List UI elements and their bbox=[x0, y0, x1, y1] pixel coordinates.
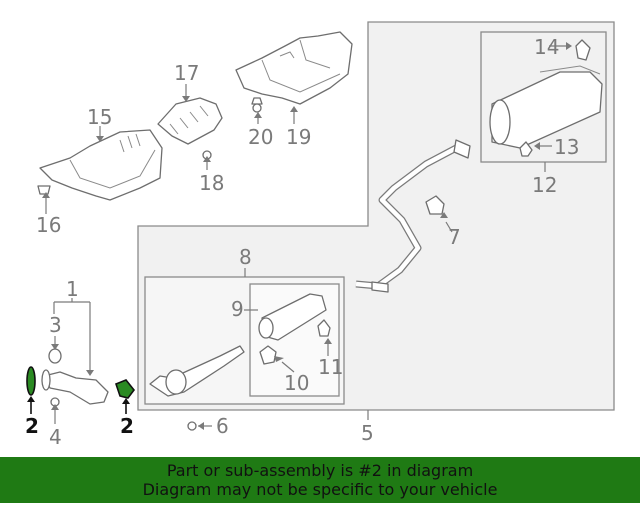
callout-16: 16 bbox=[36, 213, 61, 237]
hanger-7[interactable] bbox=[425, 195, 445, 215]
hanger-14[interactable] bbox=[575, 39, 591, 61]
heat-shield-15[interactable] bbox=[39, 129, 163, 201]
catalytic-converter[interactable] bbox=[149, 345, 245, 397]
notice-banner: Part or sub-assembly is #2 in diagram Di… bbox=[0, 457, 640, 503]
callout-14: 14 bbox=[534, 35, 559, 59]
callout-5: 5 bbox=[361, 421, 374, 445]
callout-4: 4 bbox=[49, 425, 62, 449]
front-pipe[interactable] bbox=[41, 369, 109, 405]
hanger-11[interactable] bbox=[317, 319, 331, 337]
callout-18: 18 bbox=[199, 171, 224, 195]
callout-10: 10 bbox=[284, 371, 309, 395]
callout-17: 17 bbox=[174, 61, 199, 85]
callout-9: 9 bbox=[231, 297, 244, 321]
callout-13: 13 bbox=[554, 135, 579, 159]
callout-1: 1 bbox=[66, 277, 79, 301]
callout-2-right: 2 bbox=[120, 414, 134, 438]
exhaust-parts-diagram: 17 15 16 18 20 19 14 13 12 7 8 9 10 11 5… bbox=[25, 21, 615, 449]
callout-7: 7 bbox=[448, 225, 461, 249]
notice-line-2: Diagram may not be specific to your vehi… bbox=[142, 480, 498, 499]
callout-20: 20 bbox=[248, 125, 273, 149]
clip-20[interactable] bbox=[251, 97, 263, 113]
callout-11: 11 bbox=[318, 355, 343, 379]
heat-shield-17[interactable] bbox=[157, 97, 223, 145]
callout-2-left: 2 bbox=[25, 414, 39, 438]
callout-15: 15 bbox=[87, 105, 112, 129]
resonator[interactable] bbox=[258, 293, 327, 341]
gasket-2-left[interactable] bbox=[26, 366, 36, 396]
heat-shield-19[interactable] bbox=[235, 31, 353, 105]
callout-6: 6 bbox=[216, 414, 229, 438]
callout-8: 8 bbox=[239, 245, 252, 269]
callout-12: 12 bbox=[532, 173, 557, 197]
gasket-2-right[interactable] bbox=[115, 379, 136, 399]
hanger-13[interactable] bbox=[519, 141, 533, 157]
bolt-6[interactable] bbox=[187, 421, 197, 431]
gasket-3[interactable] bbox=[48, 348, 62, 364]
notice-line-1: Part or sub-assembly is #2 in diagram bbox=[166, 461, 474, 480]
muffler[interactable] bbox=[489, 65, 603, 149]
callout-19: 19 bbox=[286, 125, 311, 149]
intermediate-pipe[interactable] bbox=[355, 139, 471, 293]
callout-3: 3 bbox=[49, 313, 62, 337]
clip-16[interactable] bbox=[37, 185, 51, 195]
